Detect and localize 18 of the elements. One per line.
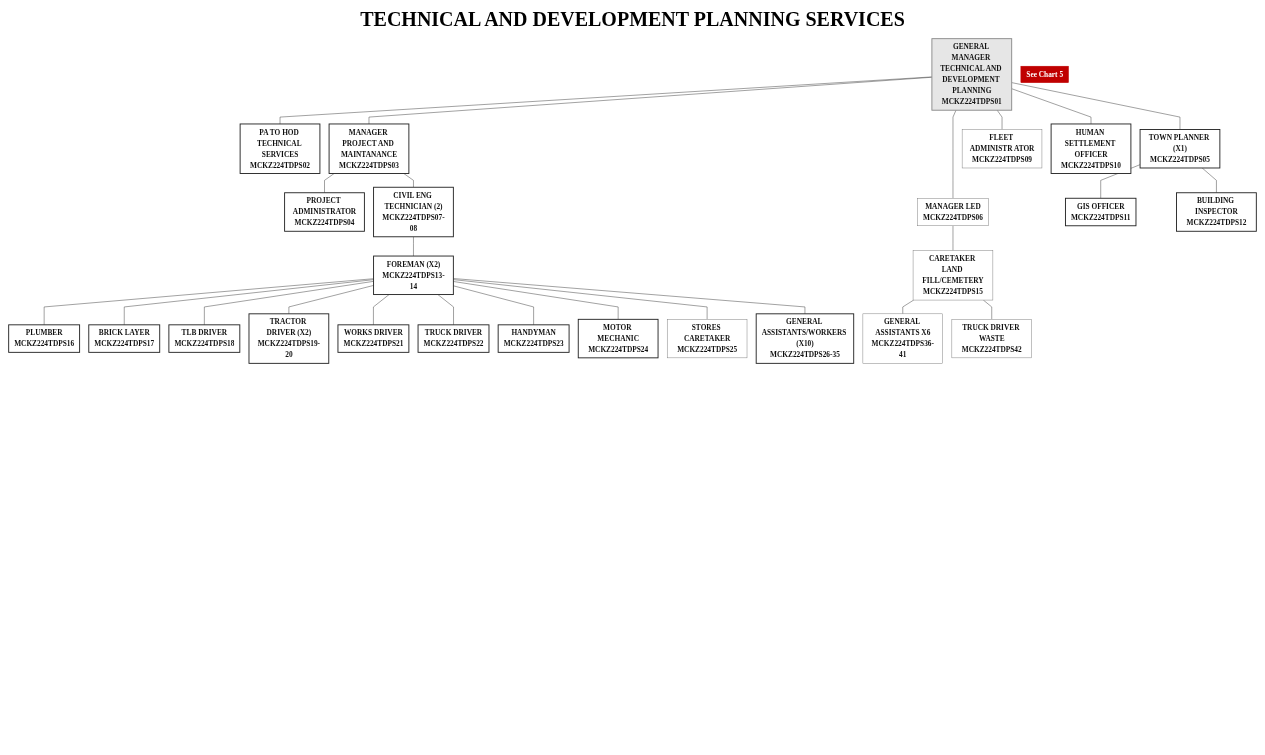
connector: [124, 279, 374, 326]
connector: [453, 278, 806, 315]
connector: [279, 76, 933, 125]
connector: [453, 281, 619, 320]
connector: [413, 236, 414, 257]
chart-title: TECHNICAL AND DEVELOPMENT PLANNING SERVICES: [359, 8, 906, 31]
connector: [453, 279, 708, 320]
connector: [453, 285, 534, 326]
connector: [1201, 167, 1217, 193]
connector: [324, 173, 335, 193]
connector: [373, 294, 390, 326]
connector: [204, 281, 374, 326]
connector: [1011, 88, 1092, 125]
connector: [1011, 82, 1181, 130]
connector: [437, 294, 454, 326]
connector: [403, 173, 414, 188]
connector: [288, 285, 374, 315]
connector: [43, 278, 374, 326]
